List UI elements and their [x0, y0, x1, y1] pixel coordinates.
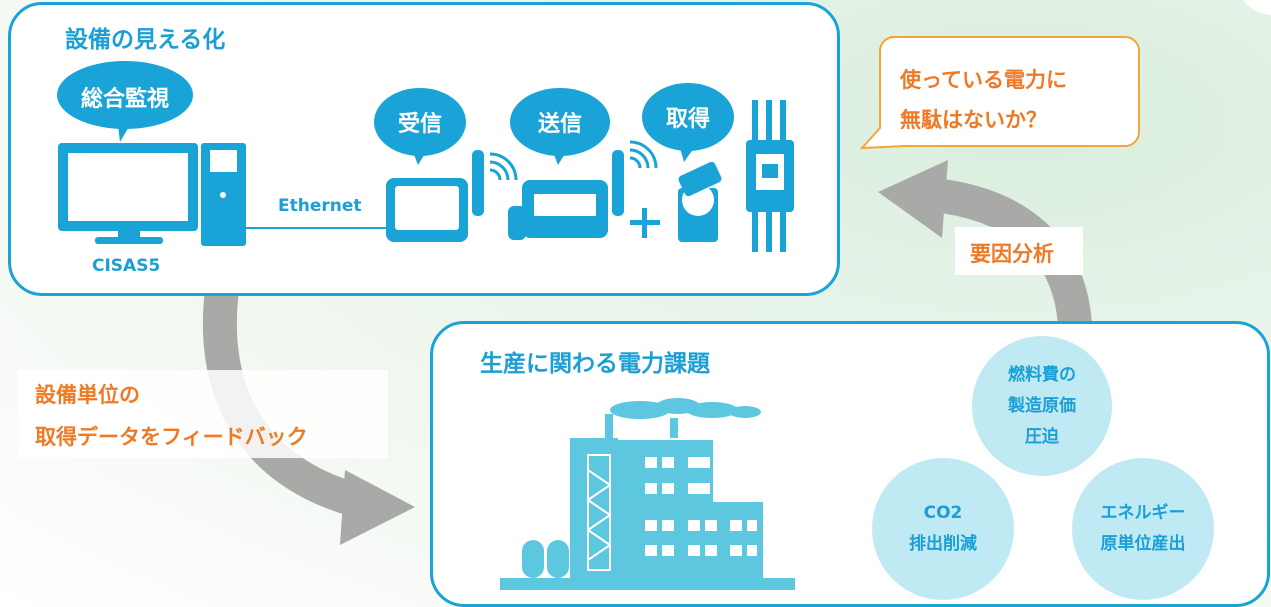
- monitor-icon: [58, 143, 198, 244]
- question-line-1: 使っている電力に: [900, 68, 1067, 92]
- receive-label: 受信: [397, 112, 442, 137]
- feedback-line-2: 取得データをフィードバック: [35, 425, 308, 449]
- send-label: 送信: [537, 112, 582, 137]
- acquire-label: 取得: [665, 107, 710, 132]
- plus-icon: [630, 208, 660, 238]
- issue-energy-unit-text: エネルギー 原単位産出: [1100, 503, 1186, 554]
- issue-co2-text: CO2 排出削減: [909, 503, 977, 554]
- issue-fuel-cost-text: 燃料費の 製造原価 圧迫: [1008, 364, 1076, 447]
- power-issues-title: 生産に関わる電力課題: [480, 351, 710, 377]
- acquire-speech-bubble: [642, 83, 734, 162]
- receive-speech-bubble: [374, 88, 466, 165]
- clamp-sensor-icon: [678, 161, 722, 242]
- feedback-line-1: 設備単位の: [35, 383, 140, 407]
- factory-windows: [645, 457, 757, 556]
- factory-ground: [500, 578, 795, 590]
- software-label: CISAS5: [92, 256, 161, 276]
- issue-circle-fuel-cost: 燃料費の 製造原価 圧迫: [972, 336, 1112, 476]
- monitor-speech-bubble: [57, 61, 193, 142]
- analysis-arrowhead: [878, 160, 948, 238]
- breaker-panel-icon: [746, 100, 794, 252]
- analysis-label: 要因分析: [970, 242, 1054, 266]
- feedback-arrowhead: [340, 470, 415, 545]
- question-line-2: 無駄はないか？: [900, 108, 1047, 132]
- feedback-text-box: [18, 370, 388, 458]
- monitor-label: 総合監視: [80, 87, 169, 112]
- receiver-icon: [386, 150, 518, 242]
- factory-annex: [628, 502, 763, 578]
- pc-tower-icon: [201, 143, 246, 246]
- smoke-icon: [610, 398, 761, 419]
- transmitter-icon: [508, 140, 658, 240]
- visualization-title: 設備の見える化: [65, 27, 226, 53]
- issue-circle-energy-unit: エネルギー 原単位産出: [1072, 458, 1214, 600]
- analysis-label-box: [955, 227, 1083, 275]
- ethernet-label: Ethernet: [278, 196, 362, 216]
- issue-circle-co2: CO2 排出削減: [872, 458, 1014, 600]
- send-speech-bubble: [510, 88, 610, 165]
